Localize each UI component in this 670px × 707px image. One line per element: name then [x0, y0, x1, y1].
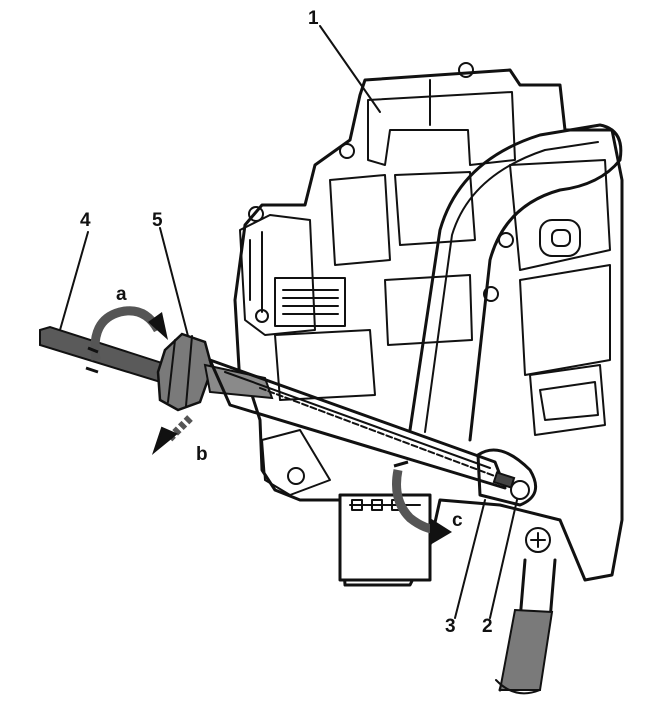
door-lock-housing	[233, 68, 624, 587]
callout-3: 3	[445, 616, 456, 637]
callout-4: 4	[80, 210, 91, 231]
release-cable-assembly	[39, 325, 538, 507]
cable-adjuster-nut	[156, 332, 214, 412]
leader-lines	[59, 25, 518, 619]
screw-mid-left-icon	[255, 309, 269, 323]
screw-upper-left-icon	[339, 143, 355, 159]
callout-1: 1	[308, 8, 319, 29]
callout-5: 5	[152, 210, 163, 231]
wiring-harness	[495, 527, 557, 695]
arrow-b-pull	[151, 415, 193, 455]
cable-guide-tube	[408, 123, 623, 442]
screw-top-icon	[458, 62, 474, 78]
arrow-a-rotate	[85, 306, 168, 374]
arrow-label-c: c	[452, 510, 463, 531]
screw-right-lower-icon	[483, 286, 499, 302]
harness-screw-icon	[525, 527, 551, 553]
arrow-label-b: b	[196, 444, 208, 465]
arrow-label-a: a	[116, 284, 127, 305]
callout-2: 2	[482, 616, 493, 637]
screw-lower-left-icon	[287, 467, 305, 485]
screw-left-icon	[248, 206, 264, 222]
arrow-c-rotate	[392, 460, 452, 545]
cable-nipple	[492, 471, 516, 489]
